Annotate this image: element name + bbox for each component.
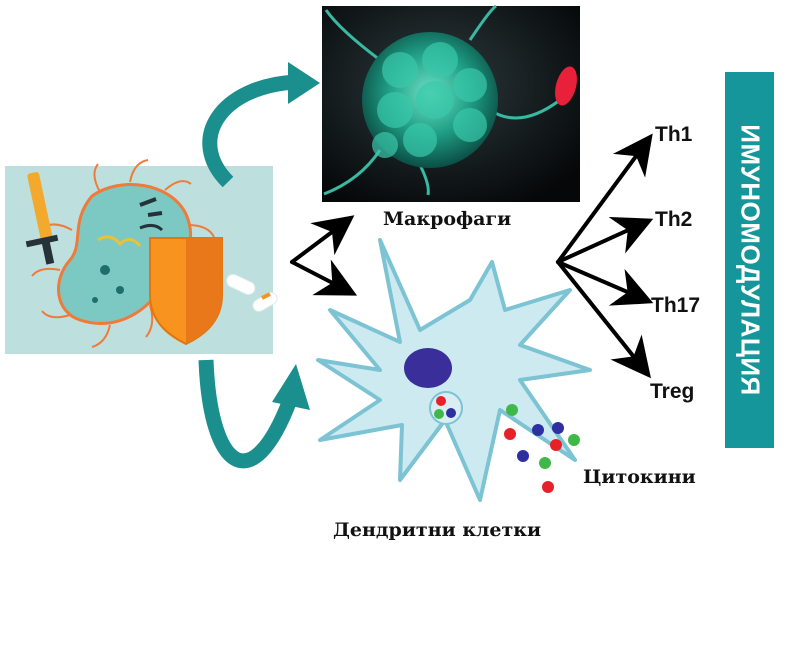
tcell-label-th1: Th1	[655, 123, 692, 147]
teal-arrow-to-macrophage	[210, 62, 320, 182]
bacterium-panel	[5, 160, 279, 354]
macrophages-label: Макрофаги	[383, 208, 511, 230]
tcell-label-th17: Th17	[651, 294, 700, 318]
immunomodulation-label: ИМУНОМОДУЛАЦИЯ	[734, 124, 765, 395]
immunomodulation-panel: ИМУНОМОДУЛАЦИЯ	[725, 72, 774, 448]
tcell-label-treg: Treg	[650, 380, 694, 404]
dendritic-cells-label: Дендритни клетки	[333, 519, 541, 541]
teal-arrow-to-dendritic	[206, 360, 310, 461]
cytokines-label: Цитокини	[583, 466, 696, 488]
macrophage-image	[322, 6, 581, 202]
black-arrows-from-bacterium	[292, 220, 350, 292]
tcell-label-th2: Th2	[655, 208, 692, 232]
